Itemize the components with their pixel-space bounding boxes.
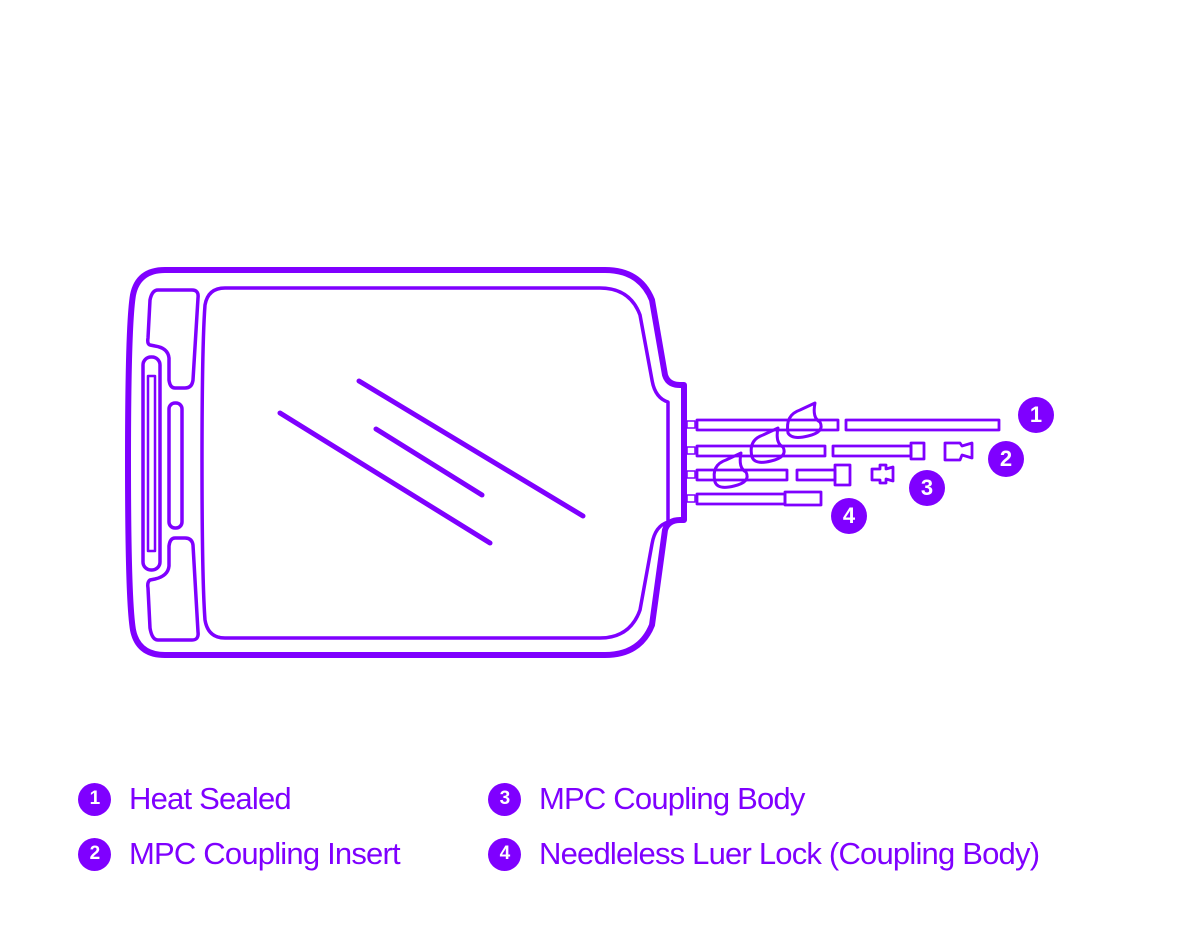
- tube-1-heat-sealed: [686, 418, 1001, 432]
- hanger-slot-outer: [141, 355, 162, 572]
- tube-2-coupling-insert: [686, 441, 974, 462]
- tube-3-coupling-body: [686, 463, 895, 487]
- reflection-line: [356, 378, 586, 519]
- bag-outer-outline: [125, 267, 687, 658]
- callout-1: 1: [1018, 397, 1054, 433]
- tube-4-needleless-luer-lock: [686, 490, 823, 507]
- bag-inner-panel: [200, 286, 670, 640]
- hanger-bottom-block: [146, 536, 200, 642]
- callout-3: 3: [909, 470, 945, 506]
- reflection-line: [277, 410, 493, 546]
- callout-4: 4: [831, 498, 867, 534]
- hanger-slot-inner: [146, 374, 157, 553]
- hanger-side-slot: [167, 401, 184, 530]
- reflection-line: [373, 426, 485, 498]
- tube-clamps: [712, 401, 823, 489]
- callout-2: 2: [988, 441, 1024, 477]
- hanger-top-block: [146, 288, 200, 390]
